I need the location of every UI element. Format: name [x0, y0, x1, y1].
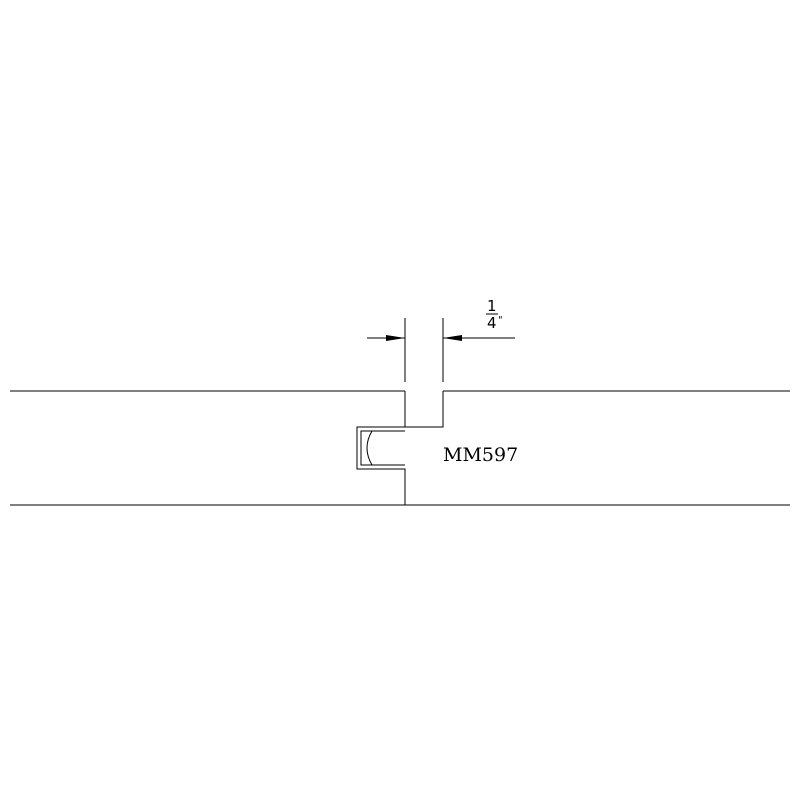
- right-board-groove-profile: [405, 391, 444, 428]
- left-board-tongue-profile: [356, 391, 406, 505]
- dimension-arrow-right-icon: [443, 335, 462, 341]
- dimension-arrow-left-icon: [386, 335, 405, 341]
- tongue-curved-tip: [366, 430, 373, 466]
- dimension-numerator: 1: [487, 297, 497, 315]
- profile-label: MM597: [443, 444, 518, 466]
- dimension-denominator: 4: [487, 314, 497, 332]
- dimension-unit-mark: ": [498, 315, 503, 326]
- tongue-inner-outline: [360, 430, 405, 466]
